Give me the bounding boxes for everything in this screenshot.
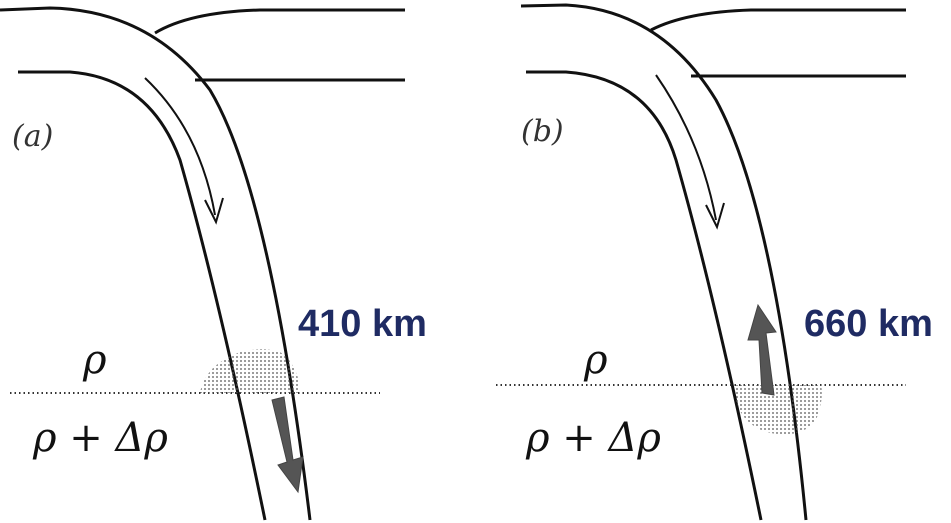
- density-lower-a: ρ + Δρ: [33, 418, 168, 458]
- density-anomaly: [734, 385, 822, 434]
- panel-a: (a) 410 km ρ ρ + Δρ: [0, 0, 475, 523]
- panel-label-a: (a): [12, 122, 53, 152]
- overriding-plate-top: [155, 10, 405, 33]
- density-upper-a: ρ: [83, 340, 107, 380]
- overriding-plate-top: [651, 10, 906, 30]
- density-anomaly: [200, 349, 300, 393]
- depth-label-b: 660 km: [804, 305, 933, 343]
- buoyancy-arrow: [272, 397, 303, 492]
- flow-arrow-line: [145, 78, 215, 215]
- panel-b: (b) 660 km ρ ρ + Δρ: [476, 0, 951, 523]
- depth-label-a: 410 km: [298, 305, 427, 343]
- panel-label-b: (b): [521, 117, 564, 147]
- density-lower-b: ρ + Δρ: [526, 418, 661, 458]
- buoyancy-arrow: [748, 305, 776, 395]
- density-upper-b: ρ: [584, 340, 608, 380]
